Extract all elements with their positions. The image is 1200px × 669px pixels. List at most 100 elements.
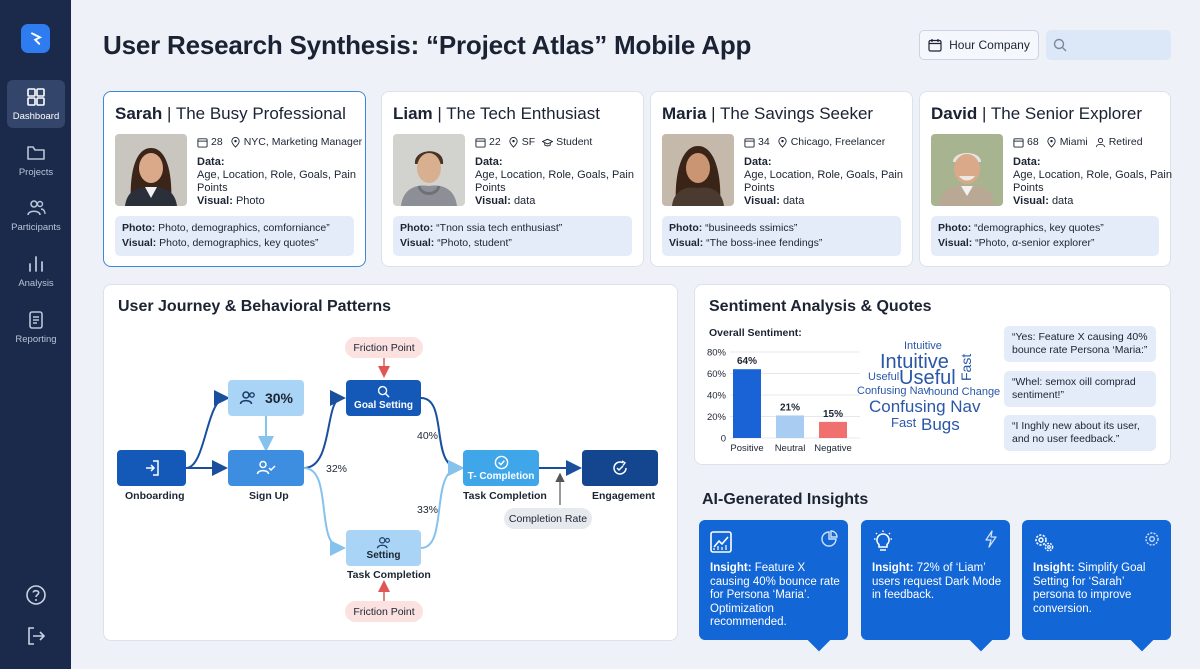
insight-text: Insight: 72% of ‘Liam’ users request Dar…: [872, 562, 1002, 601]
goal-setting-label: Goal Setting: [354, 400, 413, 411]
persona-photo: [115, 134, 187, 206]
location-pin-icon: [231, 136, 240, 148]
help-icon[interactable]: [25, 584, 47, 606]
task-completion-node[interactable]: T- Completion: [463, 450, 539, 486]
check-circle-icon: [494, 455, 508, 469]
persona-data: Data:Age, Location, Role, Goals, Pain Po…: [475, 156, 634, 207]
y-tick-label: 80%: [707, 348, 727, 359]
logo-icon: [30, 31, 42, 45]
avatar: [931, 134, 1003, 206]
persona-card-liam[interactable]: Liam | The Tech Enthusiast 22 SF Student…: [381, 91, 644, 267]
sidebar: Dashboard Projects Participants Analysis…: [0, 0, 71, 669]
persona-occupation: Student: [556, 136, 593, 148]
insight-card[interactable]: Insight: 72% of ‘Liam’ users request Dar…: [861, 520, 1010, 652]
persona-photo: [931, 134, 1003, 206]
signup-node[interactable]: [228, 450, 304, 486]
persona-age: 34: [758, 136, 770, 148]
insight-text: Insight: Simplify Goal Setting for ‘Sara…: [1033, 562, 1146, 615]
word-cloud-word: Useful: [899, 367, 956, 389]
bar-chart-icon: [29, 255, 43, 272]
location-pin-icon: [1047, 136, 1056, 148]
avatar: [115, 134, 187, 206]
y-tick-label: 60%: [707, 369, 727, 380]
search-input[interactable]: [1046, 30, 1171, 60]
insights-title: AI-Generated Insights: [702, 491, 869, 508]
sidebar-item-analysis[interactable]: Analysis: [7, 247, 65, 295]
sidebar-item-label: Participants: [11, 221, 61, 233]
persona-card-sarah[interactable]: Sarah | The Busy Professional 28 NYC, Ma…: [103, 91, 366, 267]
user-journey-card: User Journey & Behavioral Patterns Frict…: [103, 284, 678, 641]
sidebar-item-label: Reporting: [15, 333, 57, 345]
company-button-label: Hour Company: [949, 38, 1030, 52]
sentiment-bar-chart: 020%40%60%80%64%Positive21%Neutral15%Neg…: [707, 348, 860, 454]
persona-card-david[interactable]: David | The Senior Explorer 68 Miami Ret…: [919, 91, 1172, 267]
sidebar-item-label: Projects: [18, 166, 54, 178]
engagement-node[interactable]: [582, 450, 658, 486]
speech-tail: [1130, 628, 1154, 652]
persona-role: The Busy Professional: [175, 104, 346, 123]
persona-photo: [662, 134, 734, 206]
document-icon: [29, 310, 43, 329]
word-cloud-word: hound Change: [928, 386, 1001, 398]
insight-card[interactable]: Insight: Simplify Goal Setting for ‘Sara…: [1022, 520, 1171, 652]
task-completion-label: Task Completion: [463, 490, 547, 502]
journey-connectors: [185, 357, 582, 601]
onboarding-node[interactable]: [117, 450, 186, 486]
persona-meta: 22 SF Student: [475, 136, 592, 148]
x-tick-label: Neutral: [775, 443, 806, 454]
sidebar-item-participants[interactable]: Participants: [7, 191, 65, 239]
quote-item: “Yes: Feature X causing 40% bounce rate …: [1004, 326, 1156, 362]
persona-meta: 28 NYC, Marketing Manager: [197, 136, 362, 148]
persona-title: Sarah | The Busy Professional: [115, 104, 346, 123]
person-icon: [1095, 137, 1105, 147]
sidebar-item-projects[interactable]: Projects: [7, 136, 65, 184]
setting-node[interactable]: Setting: [346, 530, 421, 566]
y-tick-label: 0: [721, 434, 726, 445]
word-cloud-word: Fast: [958, 353, 974, 381]
friction-point-badge: Friction Point: [345, 601, 423, 622]
completion-rate-badge: Completion Rate: [504, 508, 592, 529]
sidebar-item-label: Dashboard: [12, 110, 60, 122]
insight-card[interactable]: Insight: Feature X causing 40% bounce ra…: [699, 520, 848, 652]
calendar-icon: [744, 137, 755, 148]
company-selector-button[interactable]: Hour Company: [919, 30, 1039, 60]
app-logo[interactable]: [21, 24, 50, 53]
persona-name: David: [931, 104, 978, 123]
persona-quote: Photo: “Tnon ssia tech enthusiast”Visual…: [393, 216, 632, 256]
persona-title: Liam | The Tech Enthusiast: [393, 104, 600, 123]
lightbulb-icon: [874, 530, 892, 551]
persona-data: Data:Age, Location, Role, Goals, Pain Po…: [1013, 156, 1172, 207]
word-cloud-word: Confusing Nav: [869, 397, 981, 416]
sidebar-item-reporting[interactable]: Reporting: [7, 303, 65, 351]
percent-40: 40%: [417, 430, 439, 442]
persona-location: SF: [521, 136, 536, 148]
sentiment-card: Sentiment Analysis & Quotes Overall Sent…: [694, 284, 1171, 465]
bar-negative: [819, 421, 847, 438]
persona-meta: 34 Chicago, Freelancer: [744, 136, 885, 148]
persona-occupation: Retired: [1108, 136, 1143, 148]
calendar-icon: [475, 137, 486, 148]
people-icon: [239, 391, 255, 405]
goal-setting-node[interactable]: Goal Setting: [346, 380, 421, 416]
insight-text: Insight: Feature X causing 40% bounce ra…: [710, 562, 840, 628]
sidebar-item-dashboard[interactable]: Dashboard: [7, 80, 65, 128]
logout-icon[interactable]: [25, 625, 47, 647]
x-tick-label: Negative: [814, 443, 852, 454]
persona-name: Sarah: [115, 104, 163, 123]
word-cloud-word: Useful: [868, 371, 900, 383]
calendar-icon: [928, 39, 942, 52]
persona-role: The Senior Explorer: [990, 104, 1143, 123]
friction-point-badge: Friction Point: [345, 337, 423, 358]
speech-tail: [969, 628, 993, 652]
signup-stat-node[interactable]: 30%: [228, 380, 304, 416]
persona-title: David | The Senior Explorer: [931, 104, 1143, 123]
word-cloud-word: Bugs: [921, 415, 960, 434]
gear-icon: [1145, 532, 1159, 546]
onboarding-label: Onboarding: [125, 490, 185, 502]
page-title: User Research Synthesis: “Project Atlas”…: [103, 30, 752, 60]
task-completion-node-label: T- Completion: [467, 470, 535, 482]
user-check-icon: [256, 460, 276, 475]
persona-name: Liam: [393, 104, 433, 123]
persona-data: Data:Age, Location, Role, Goals, Pain Po…: [744, 156, 903, 207]
persona-card-maria[interactable]: Maria | The Savings Seeker 34 Chicago, F…: [650, 91, 913, 267]
